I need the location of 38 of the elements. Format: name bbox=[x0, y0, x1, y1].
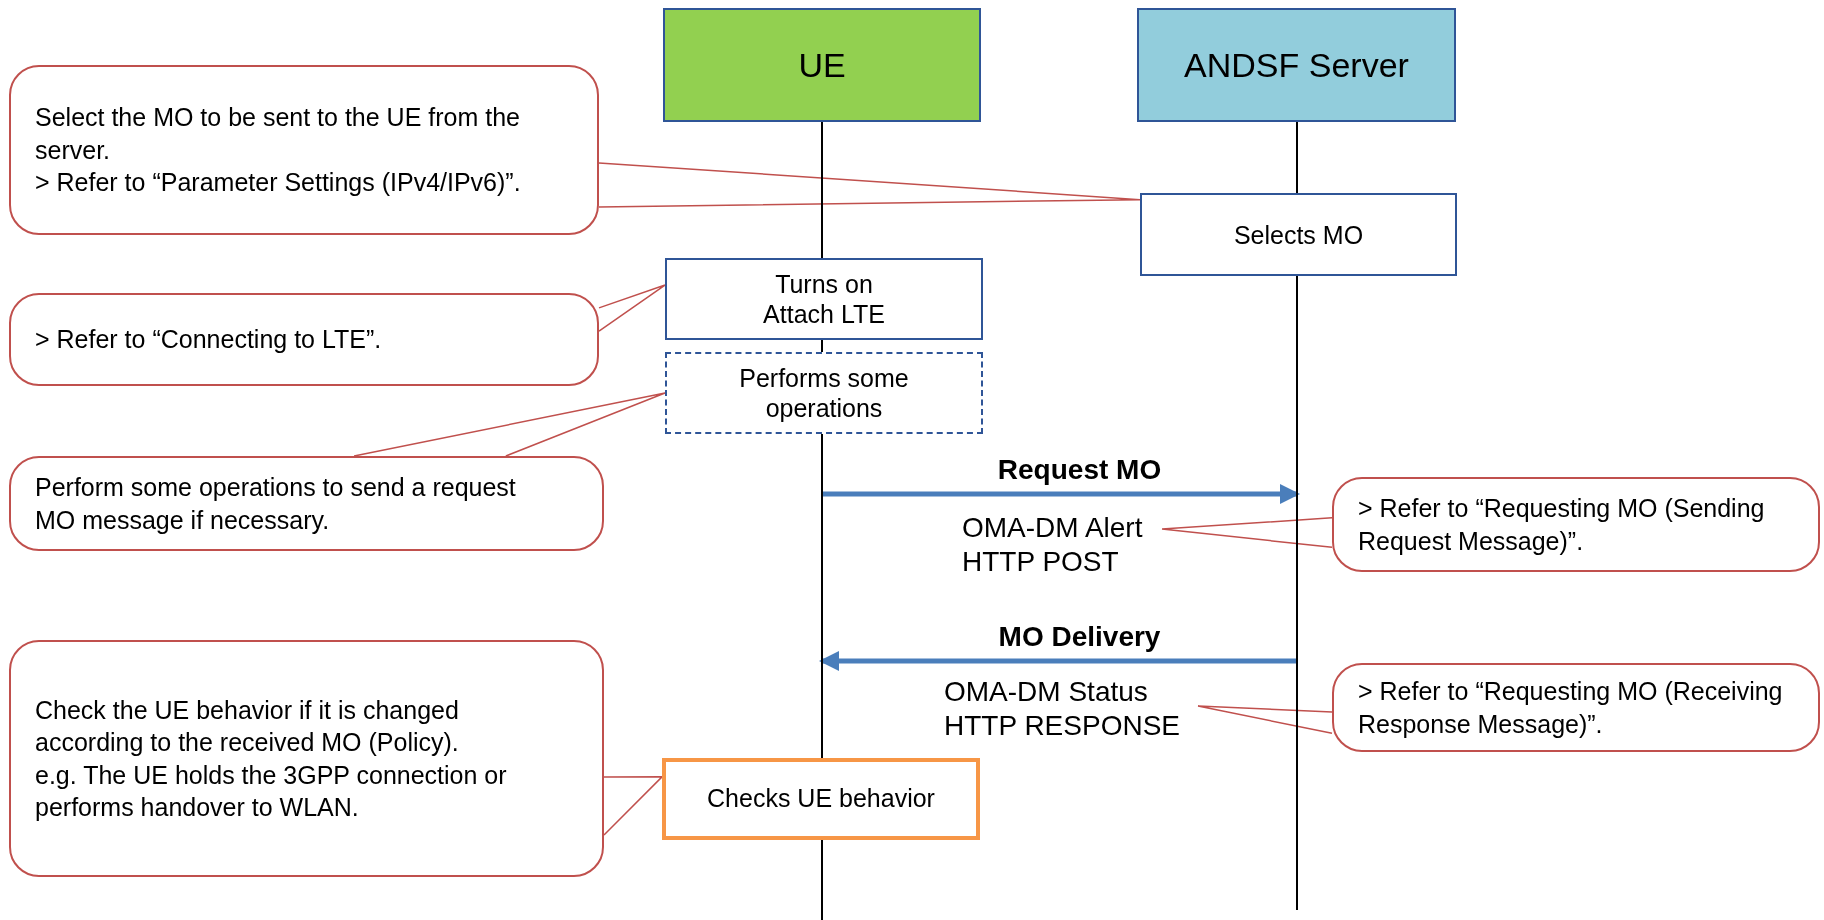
callout-box bbox=[9, 640, 604, 877]
lifeline-header bbox=[663, 8, 981, 122]
process-box bbox=[1140, 193, 1457, 276]
node-text: Check the UE behavior if it is changed according to the received MO (Policy). bbox=[35, 694, 460, 758]
node-text: > Refer to “Requesting MO (Sending Request Message)”. bbox=[1358, 493, 1766, 557]
node-text: OMA-DM Alert HTTP POST bbox=[962, 511, 1144, 579]
callout-box bbox=[9, 65, 599, 235]
node-text: ANDSF Server bbox=[1184, 44, 1409, 86]
node-text: Select the MO to be sent to the UE from the server. bbox=[35, 102, 521, 166]
message-arrow bbox=[1161, 517, 1333, 549]
highlighted-process-box bbox=[662, 758, 980, 840]
lifeline bbox=[1296, 122, 1298, 910]
node-text: Perform some operations to send a request MO message if necessary. bbox=[35, 472, 517, 536]
lifeline-header bbox=[1137, 8, 1456, 122]
node-text: e.g. The UE holds the 3GPP connection or performs handover to WLAN. bbox=[35, 759, 508, 823]
message-arrow bbox=[603, 776, 663, 836]
optional-process-box bbox=[665, 352, 983, 434]
lifeline bbox=[821, 122, 823, 752]
node-text: Performs some operations bbox=[738, 363, 910, 423]
message-arrow bbox=[353, 392, 666, 457]
callout-box bbox=[1332, 663, 1820, 752]
message-arrow bbox=[598, 284, 666, 332]
node-text: > Refer to “Requesting MO (Receiving Response Message)”. bbox=[1358, 676, 1784, 740]
node-text: Turns on Attach LTE bbox=[762, 269, 886, 329]
node-text: > Refer to “Parameter Settings (IPv4/IPv6)”. bbox=[35, 167, 522, 199]
callout-box bbox=[9, 456, 604, 551]
message-arrow bbox=[1197, 705, 1333, 735]
process-box bbox=[665, 258, 983, 340]
callout-box bbox=[1332, 477, 1820, 572]
node-text: OMA-DM Status HTTP RESPONSE bbox=[944, 675, 1181, 743]
message-arrow bbox=[821, 484, 1300, 504]
message-arrow bbox=[819, 651, 1298, 671]
node-text: > Refer to “Connecting to LTE”. bbox=[35, 324, 383, 356]
node-text: UE bbox=[798, 44, 846, 86]
callout-box bbox=[9, 293, 599, 386]
message-arrow bbox=[598, 162, 1141, 208]
node-text: Selects MO bbox=[1233, 219, 1364, 250]
node-text: Checks UE behavior bbox=[707, 783, 935, 815]
